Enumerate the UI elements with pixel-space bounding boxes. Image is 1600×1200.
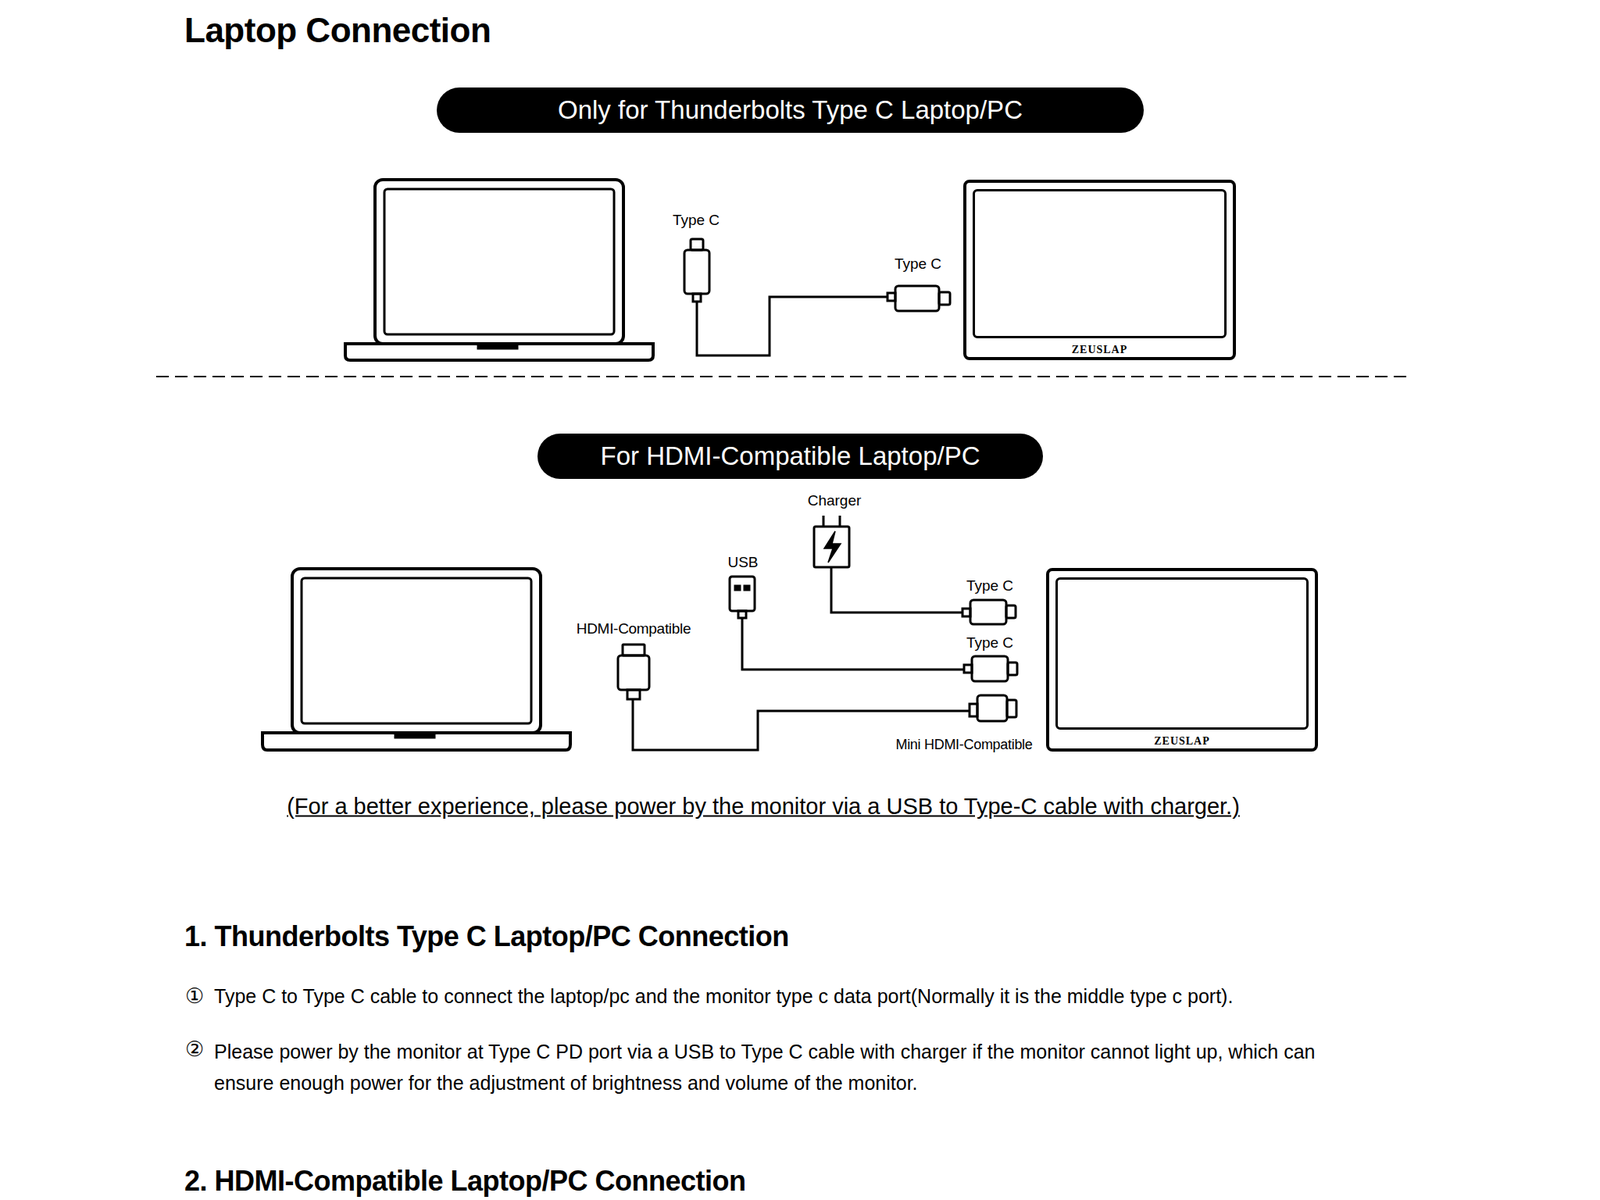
band-text: Only for Thunderbolts Type C Laptop/PC [557,95,1023,125]
type-c-cable-1 [684,239,950,356]
brand-label: ZEUSLAP [966,343,1233,357]
section-heading: 1. Thunderbolts Type C Laptop/PC Connect… [184,920,790,954]
hdmi-cable [617,644,1017,750]
list-text: Please power by the monitor at Type C PD… [214,1035,1332,1099]
monitor-screen [972,189,1227,339]
connector-label: Type C [966,634,1014,652]
title-band: For HDMI-Compatible Laptop/PC [537,433,1043,479]
section-heading: 2. HDMI-Compatible Laptop/PC Connection [184,1164,746,1198]
monitor-screen [1055,577,1309,730]
laptop-1 [345,179,654,361]
usb-cable [729,576,1018,682]
connector-label: Type C [894,255,942,273]
brand-label: ZEUSLAP [1049,735,1315,748]
connector-label: Type C [672,211,720,229]
connector-label: Charger [807,492,862,510]
connector-label: Type C [966,577,1014,595]
band-text: For HDMI-Compatible Laptop/PC [600,441,980,472]
charger-cable [814,515,1016,625]
page-title: Laptop Connection [184,10,491,50]
monitor: ZEUSLAP [963,179,1236,361]
connector-label: USB [727,553,758,572]
separator-line [156,375,1407,378]
note: (For a better experience, please power b… [286,793,1240,820]
list-number: ② [185,1036,204,1062]
laptop-2 [262,568,571,750]
monitor: ZEUSLAP [1046,567,1318,752]
list-text: Type C to Type C cable to connect the la… [214,985,1233,1008]
title-band: Only for Thunderbolts Type C Laptop/PC [436,87,1144,133]
connector-label: Mini HDMI-Compatible [895,736,1033,754]
connector-label: HDMI-Compatible [576,620,691,638]
list-number: ① [185,983,204,1009]
